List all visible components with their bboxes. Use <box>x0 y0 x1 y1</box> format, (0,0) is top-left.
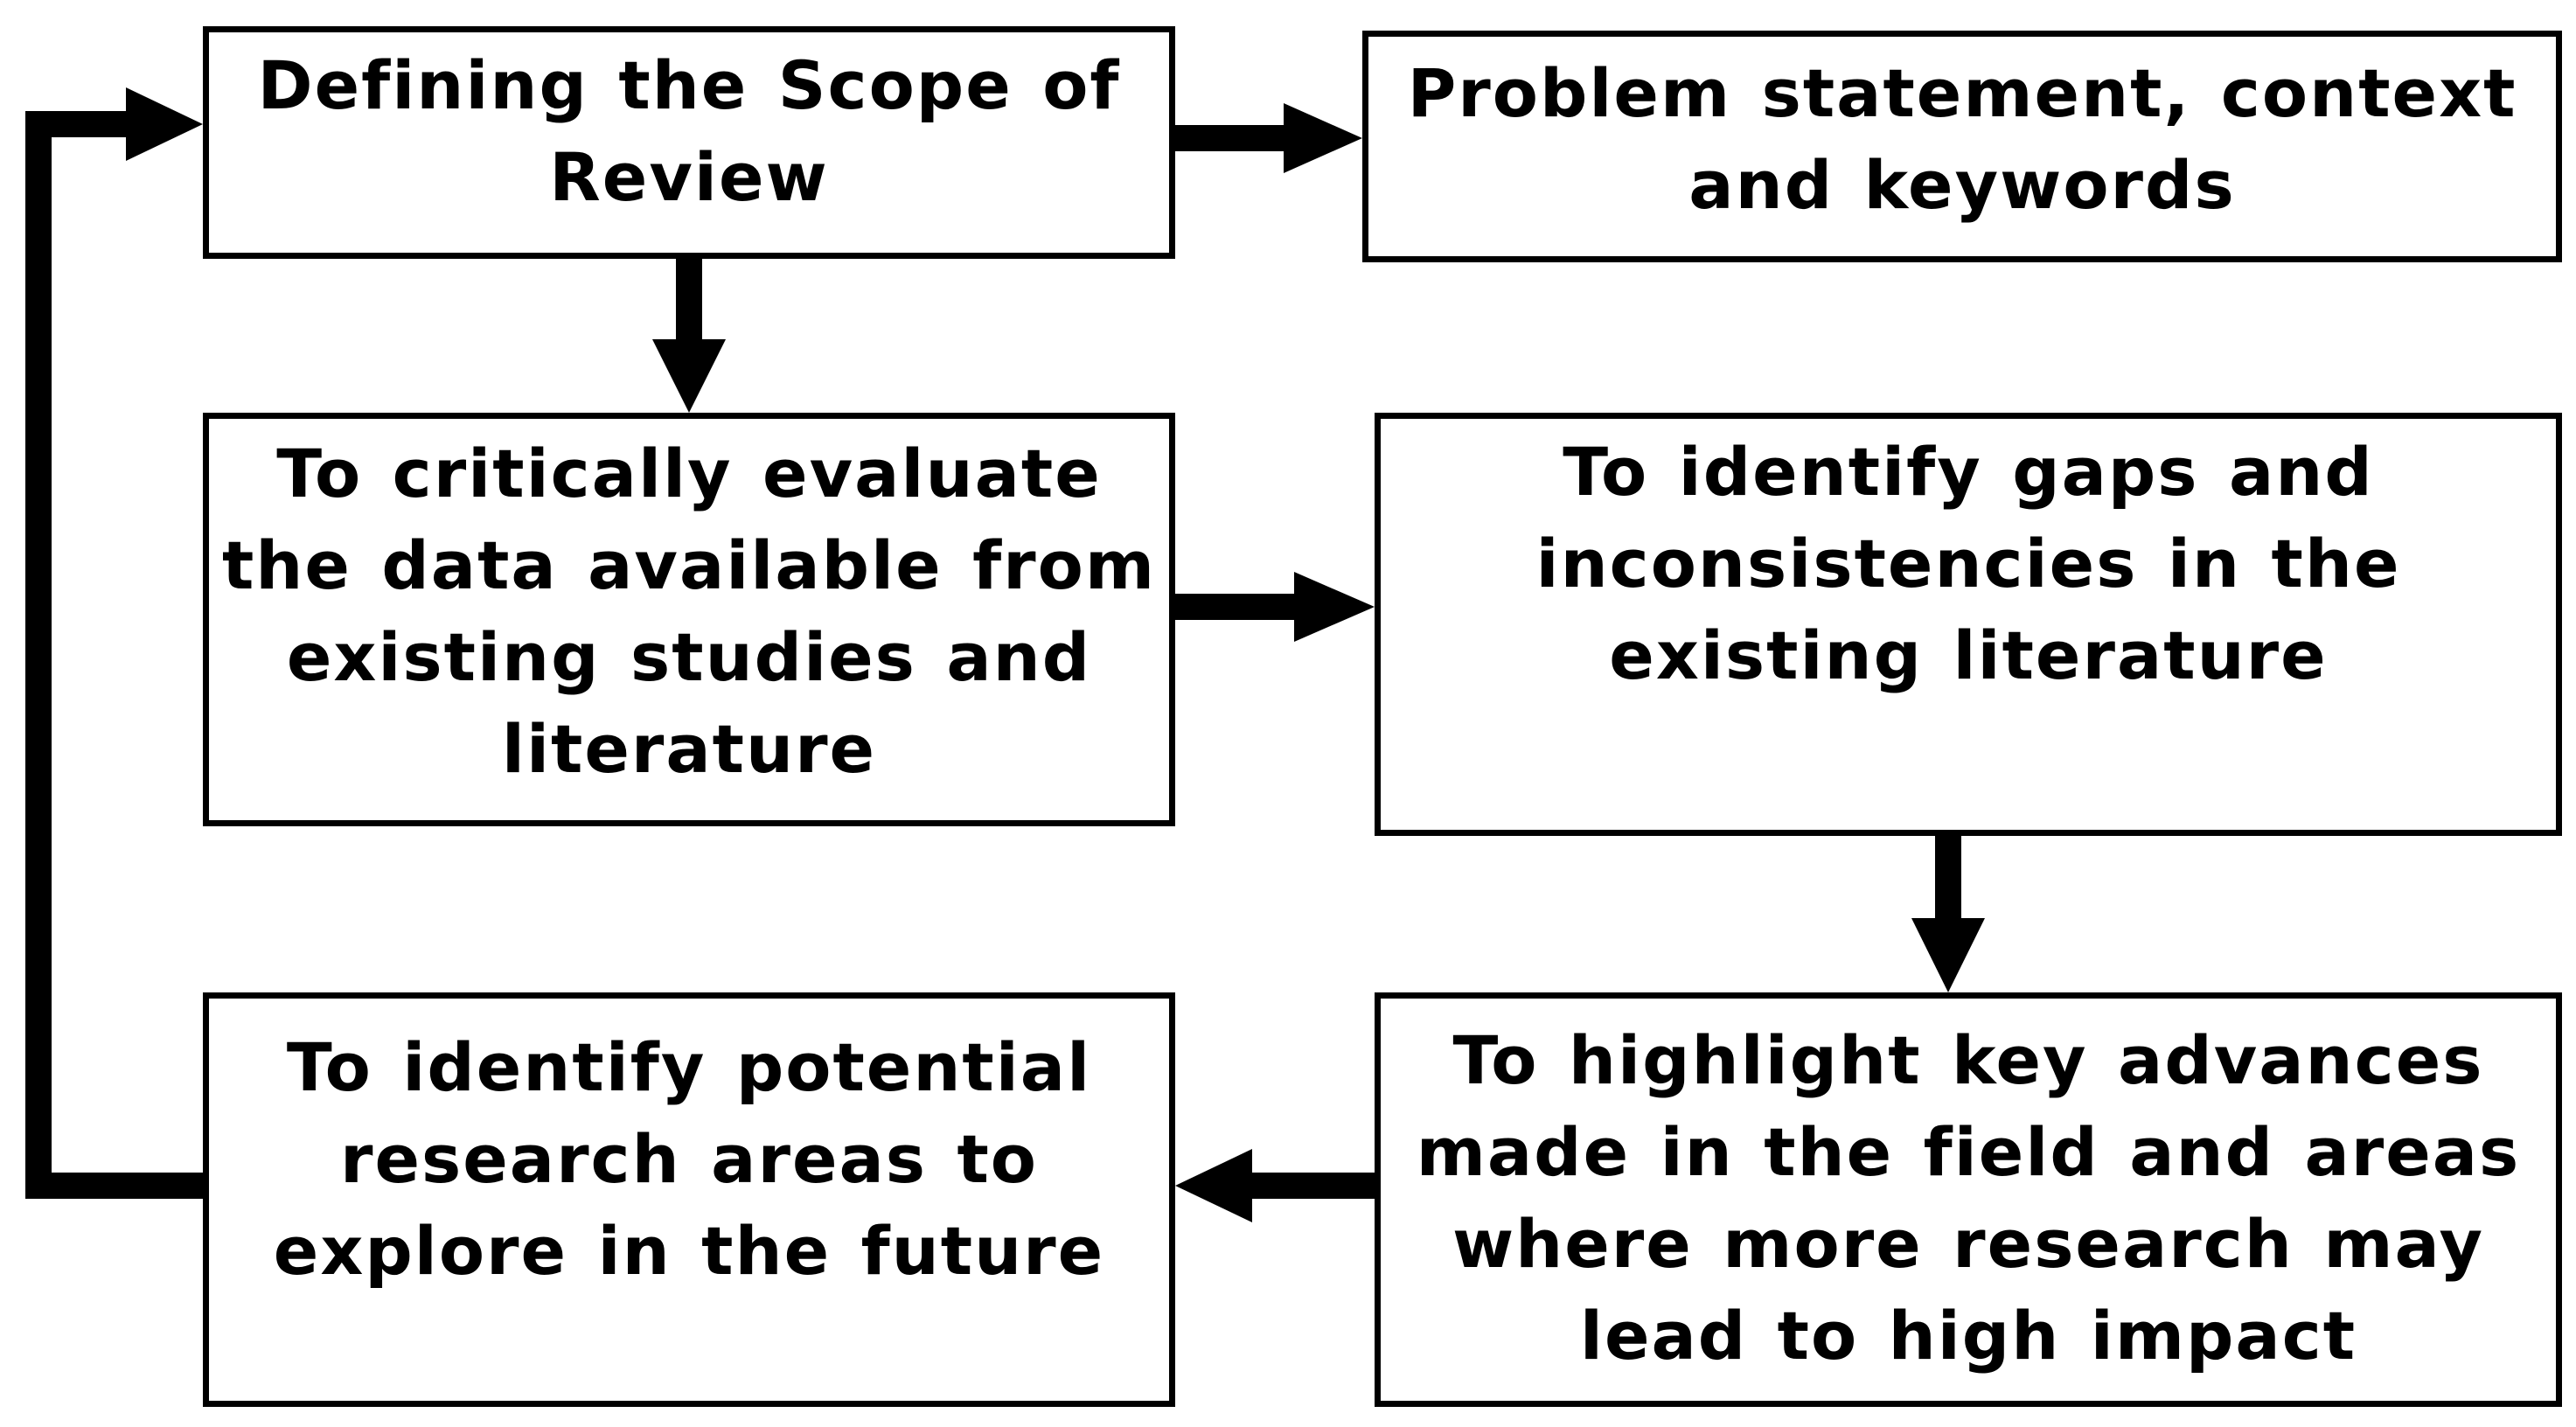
node-text-line: inconsistencies in the <box>1535 525 2401 602</box>
arrow-gaps-to-highlight <box>1911 836 1985 992</box>
node-text-line: To highlight key advances <box>1452 1021 2484 1099</box>
node-problem-statement: Problem statement, context and keywords <box>1362 31 2562 262</box>
node-text-line: literature <box>501 710 877 788</box>
node-text-line: the data available from <box>221 526 1157 604</box>
node-text-line: To critically evaluate <box>276 435 1102 512</box>
node-identify-potential-research: To identify potential research areas to … <box>203 992 1175 1407</box>
node-text-line: lead to high impact <box>1579 1297 2357 1375</box>
node-highlight-advances: To highlight key advances made in the fi… <box>1375 992 2562 1407</box>
node-text-line: made in the field and areas <box>1416 1113 2521 1191</box>
node-text-line: Review <box>549 138 829 216</box>
node-text-line: Problem statement, context <box>1407 54 2517 132</box>
node-text-line: existing literature <box>1609 616 2328 694</box>
node-text-line: explore in the future <box>273 1212 1105 1290</box>
node-text-line: To identify gaps and <box>1563 433 2374 511</box>
node-text-line: and keywords <box>1688 146 2236 224</box>
arrow-scope-to-problem <box>1175 103 1362 173</box>
node-identify-gaps: To identify gaps and inconsistencies in … <box>1375 413 2562 836</box>
node-text-line: research areas to <box>339 1120 1039 1198</box>
arrow-highlight-to-potential <box>1175 1149 1375 1222</box>
node-text-line: Defining the Scope of <box>257 46 1121 124</box>
arrow-scope-to-evaluate <box>652 259 726 413</box>
arrow-evaluate-to-gaps <box>1175 572 1375 642</box>
node-critically-evaluate: To critically evaluate the data availabl… <box>203 413 1175 826</box>
node-text-line: To identify potential <box>286 1028 1092 1106</box>
node-text-line: existing studies and <box>286 618 1092 696</box>
node-text-line: where more research may <box>1452 1205 2485 1283</box>
node-defining-scope: Defining the Scope of Review <box>203 26 1175 259</box>
arrow-potential-to-scope-loop <box>25 87 203 1199</box>
